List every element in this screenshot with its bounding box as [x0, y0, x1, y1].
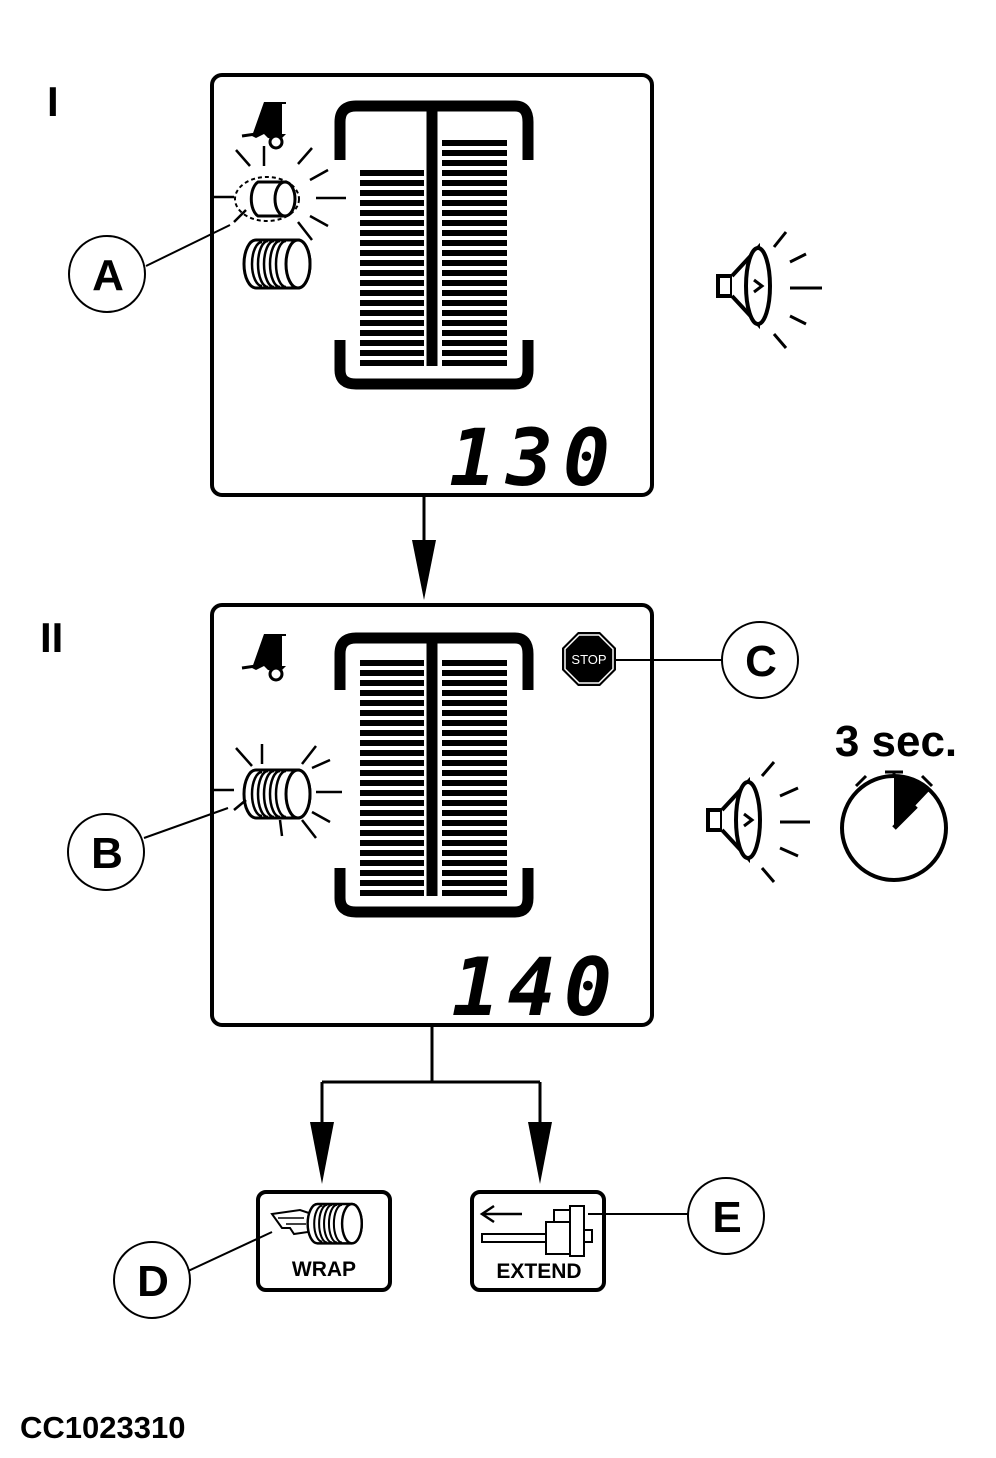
- wrapped-bale-icon: [306, 1202, 363, 1245]
- callout-a: A: [92, 251, 124, 300]
- bale-count-second: 140: [452, 941, 621, 1034]
- wrap-button[interactable]: WRAP: [256, 1190, 392, 1292]
- figure-reference: CC1023310: [20, 1410, 185, 1445]
- stop-icon: STOP: [562, 632, 616, 686]
- flow-arrow-down: [412, 495, 436, 600]
- callout-d: D: [137, 1257, 169, 1306]
- stopwatch-icon: [840, 770, 948, 882]
- timer-label: 3 sec.: [835, 717, 957, 766]
- step-label-first: I: [47, 78, 59, 125]
- horn-icon: [706, 761, 810, 883]
- wrap-label: WRAP: [292, 1258, 356, 1281]
- stop-label: STOP: [571, 652, 606, 667]
- bale-count-first: 130: [449, 414, 620, 504]
- extend-button[interactable]: EXTEND: [470, 1190, 606, 1292]
- wrapped-bale-icon: [242, 238, 312, 290]
- bale-outline-icon: [212, 146, 346, 241]
- bale-size-meter: [334, 100, 534, 390]
- monitor-panel-first: 130: [210, 73, 654, 504]
- extend-label: EXTEND: [496, 1260, 581, 1283]
- step-label-second: II: [40, 614, 63, 661]
- wrapped-bale-icon: [212, 744, 342, 839]
- monitor-panel-second: STOP 140: [210, 603, 654, 1034]
- callout-c: C: [745, 637, 777, 686]
- flow-arrow-branch: [310, 1025, 552, 1184]
- bale-size-meter: [334, 632, 534, 918]
- cylinder-icon: [481, 1205, 593, 1257]
- horn-icon: [716, 231, 822, 349]
- callout-b: B: [91, 829, 123, 878]
- arrow-left-icon: [479, 1204, 522, 1224]
- callout-e: E: [712, 1193, 741, 1242]
